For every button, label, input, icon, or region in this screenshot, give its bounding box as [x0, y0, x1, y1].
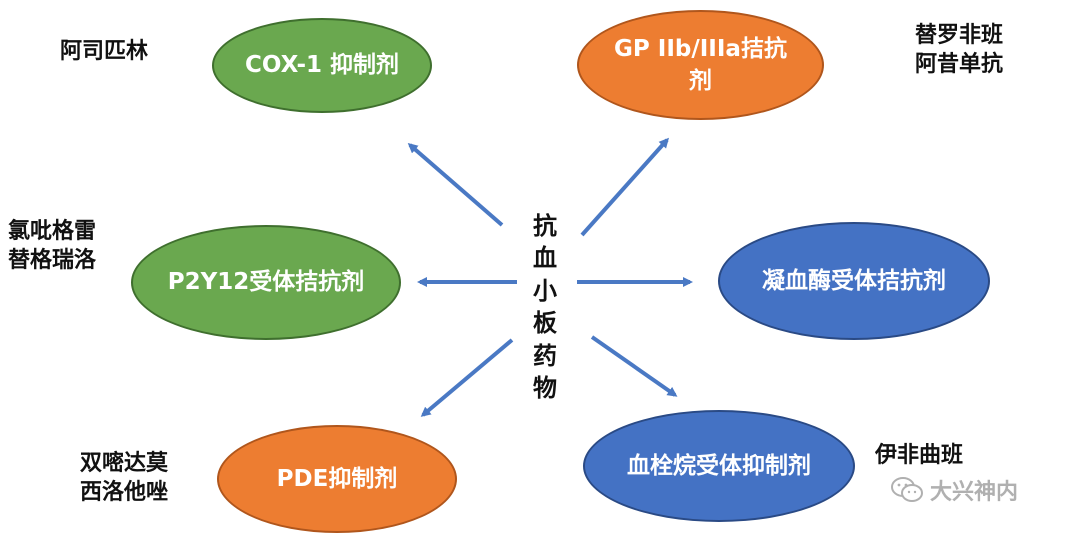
node-cox1: COX-1 抑制剂: [212, 18, 432, 113]
node-gp: GP IIb/IIIa拮抗剂: [577, 10, 824, 120]
wechat-icon: [891, 477, 923, 502]
node-p2y12: P2Y12受体拮抗剂: [131, 225, 401, 340]
center-label: 抗血小板药物: [533, 212, 557, 402]
drugs-pde: 双嘧达莫 西洛他唑: [80, 451, 169, 505]
watermark-text: 大兴神内: [930, 480, 1019, 505]
node-thrombin: 凝血酶受体拮抗剂: [718, 222, 990, 340]
arrow-to-pde: [420, 338, 514, 417]
node-gp-label: GP IIb/IIIa拮抗剂: [614, 35, 787, 94]
drugs-thromboxane: 伊非曲班: [875, 443, 964, 468]
arrow-to-gp: [580, 137, 670, 237]
node-pde: PDE抑制剂: [217, 425, 457, 533]
arrow-to-cox1: [407, 143, 504, 227]
drugs-cox1: 阿司匹林: [60, 39, 149, 64]
node-cox1-label: COX-1 抑制剂: [244, 52, 400, 79]
drugs-p2y12: 氯吡格雷 替格瑞洛: [8, 219, 97, 273]
drugs-gp: 替罗非班 阿昔单抗: [915, 23, 1004, 77]
node-thromboxane: 血栓烷受体抑制剂: [583, 410, 855, 522]
node-thromboxane-label: 血栓烷受体抑制剂: [627, 452, 811, 479]
arrow-to-thromboxane: [590, 335, 678, 397]
watermark: 大兴神内: [890, 474, 1018, 506]
node-thrombin-label: 凝血酶受体拮抗剂: [762, 267, 946, 294]
node-p2y12-label: P2Y12受体拮抗剂: [167, 269, 365, 296]
node-pde-label: PDE抑制剂: [276, 465, 398, 492]
